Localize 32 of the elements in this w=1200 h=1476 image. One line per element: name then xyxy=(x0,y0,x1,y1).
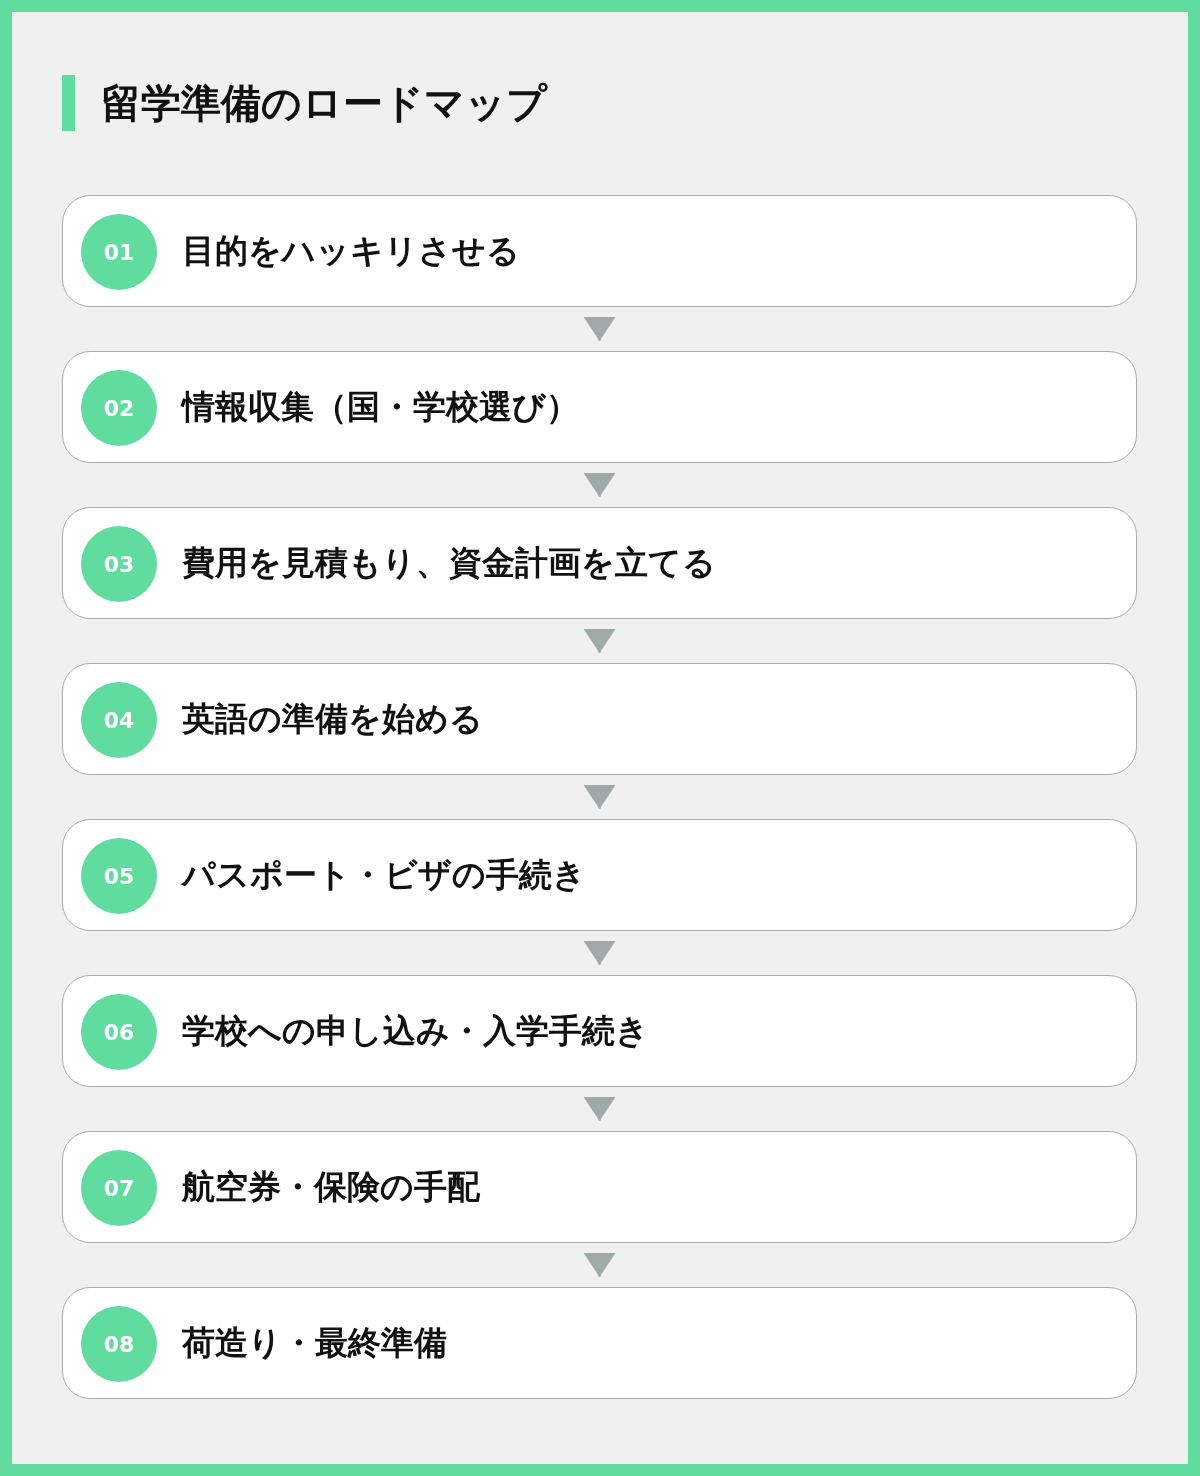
title: 留学準備のロードマップ xyxy=(101,79,547,128)
step-text: パスポート・ビザの手続き xyxy=(182,854,586,896)
step-box xyxy=(62,195,1137,307)
arrow xyxy=(583,784,616,810)
step-box xyxy=(62,975,1137,1087)
step-text: 英語の準備を始める xyxy=(182,698,483,740)
number-circle: 07 xyxy=(81,1150,157,1226)
step-text: 荷造り・最終準備 xyxy=(182,1322,447,1364)
step-box xyxy=(62,507,1137,619)
number-circle: 04 xyxy=(81,682,157,758)
number-circle: 06 xyxy=(81,994,157,1070)
arrow xyxy=(583,628,616,654)
step-text: 目的をハッキリさせる xyxy=(182,230,520,272)
step-text: 学校への申し込み・入学手続き xyxy=(182,1010,649,1052)
number-circle: 08 xyxy=(81,1306,157,1382)
step-text: 費用を見積もり、資金計画を立てる xyxy=(182,542,716,584)
number-circle: 05 xyxy=(81,838,157,914)
arrow xyxy=(583,316,616,342)
step-text: 情報収集（国・学校選び） xyxy=(182,386,579,428)
step-box xyxy=(62,663,1137,775)
arrow xyxy=(583,472,616,498)
step-box xyxy=(62,1287,1137,1399)
arrow xyxy=(583,1252,616,1278)
arrow xyxy=(583,940,616,966)
step-box xyxy=(62,1131,1137,1243)
step-text: 航空券・保険の手配 xyxy=(182,1166,480,1208)
number-circle: 03 xyxy=(81,526,157,602)
number-circle: 02 xyxy=(81,370,157,446)
arrow xyxy=(583,1096,616,1122)
number-circle: 01 xyxy=(81,214,157,290)
step-box xyxy=(62,351,1137,463)
step-box xyxy=(62,819,1137,931)
